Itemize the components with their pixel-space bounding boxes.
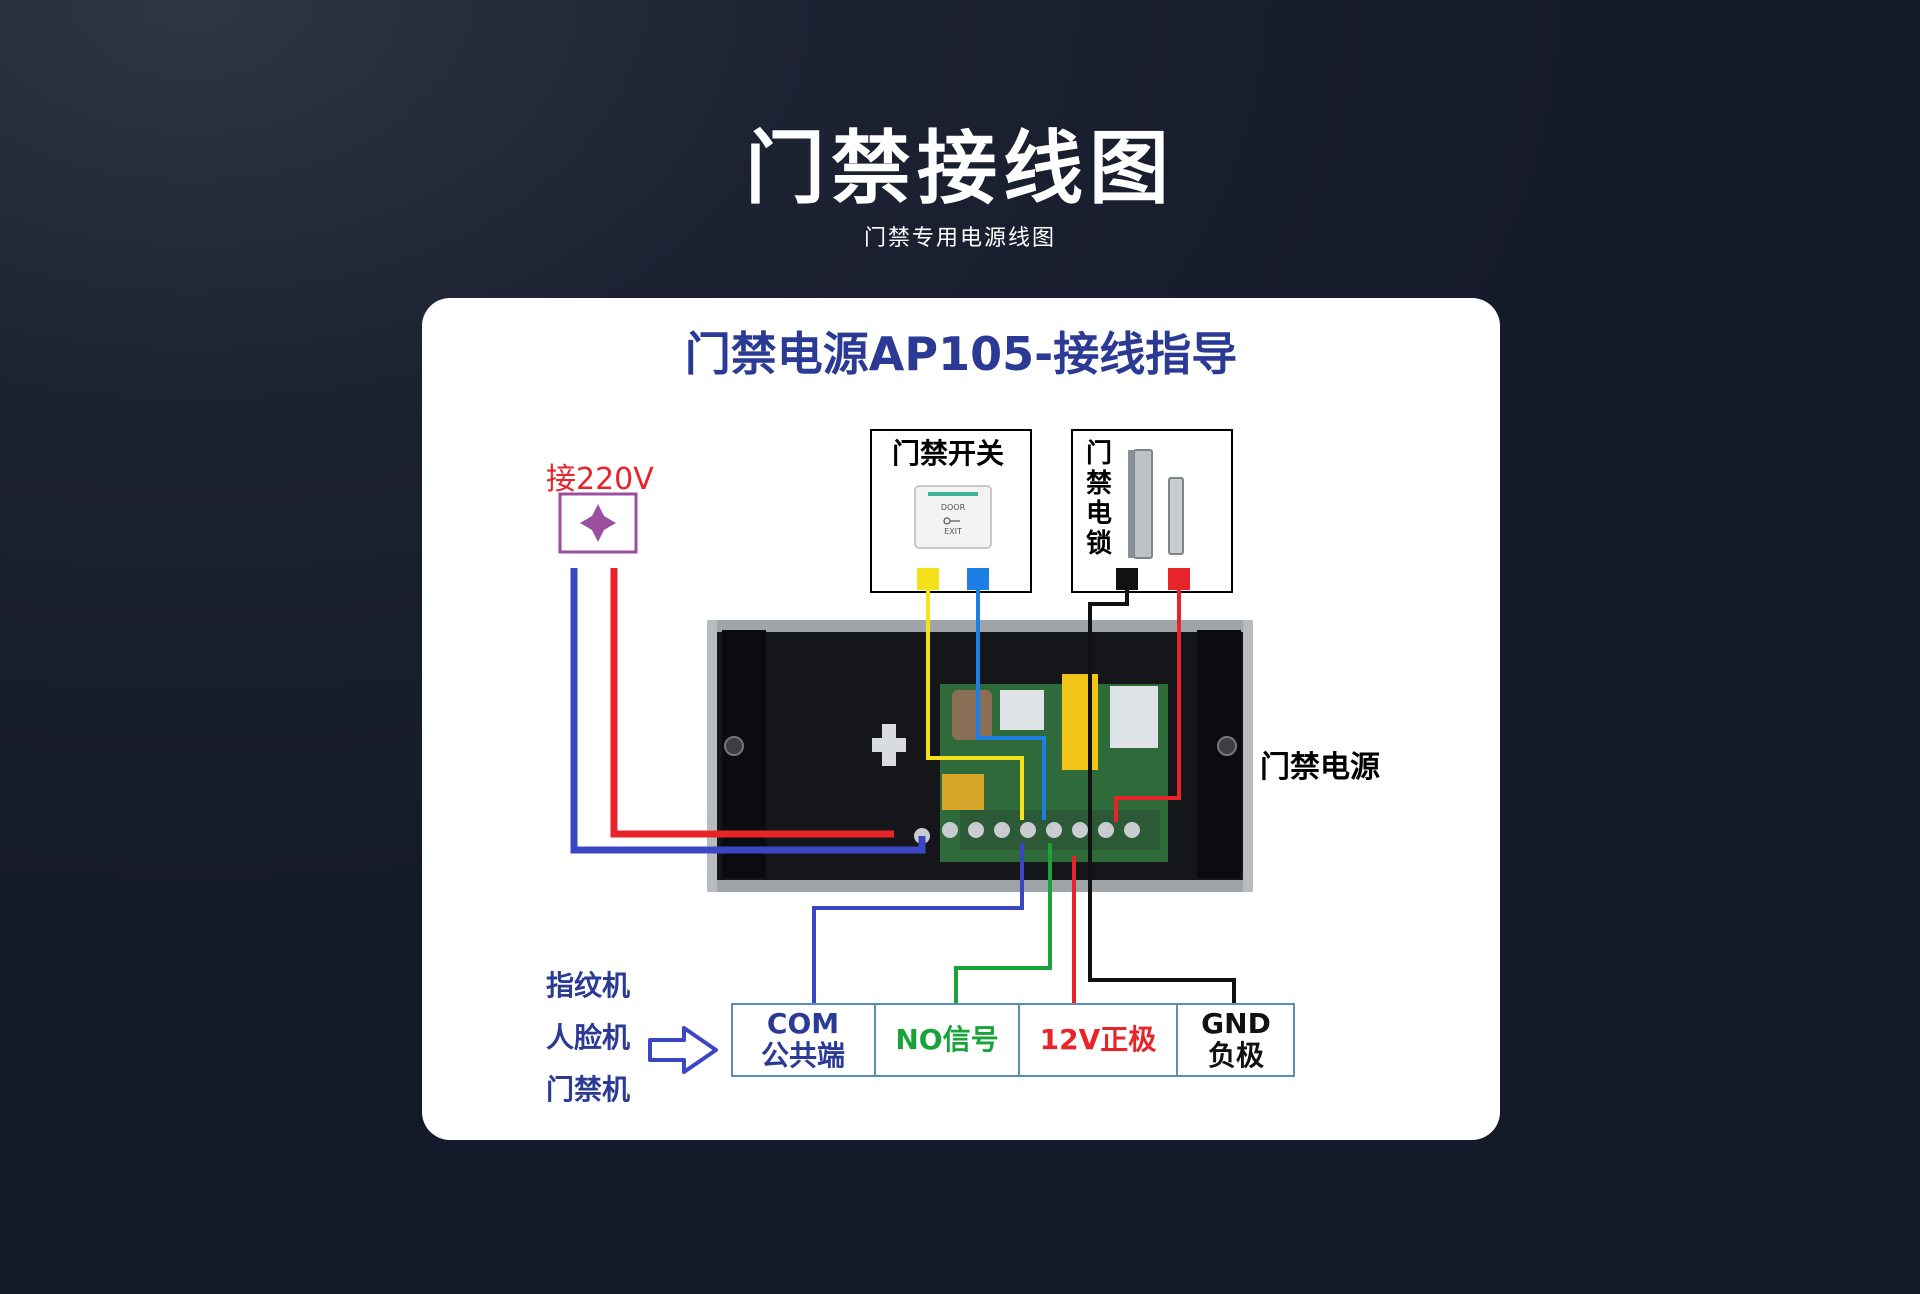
yellow-terminal xyxy=(917,568,939,590)
terminal-gnd-line1: GND xyxy=(1201,1007,1271,1040)
lock-label-char-4: 锁 xyxy=(1086,528,1112,559)
exit-button-face-line2: EXIT xyxy=(944,527,962,536)
lock-label-char-2: 禁 xyxy=(1086,469,1112,499)
red-terminal xyxy=(1168,568,1190,590)
wire-yellow-exit xyxy=(926,590,1024,820)
wire-lightblue-exit xyxy=(976,590,1046,820)
heatsink-icon xyxy=(1000,690,1044,730)
fuse-icon xyxy=(942,774,984,810)
wire-red-220v xyxy=(610,568,894,838)
wire-green-no xyxy=(954,843,1052,1004)
wire-black-lock xyxy=(1088,590,1236,1004)
diagram-title: 门禁电源AP105-接线指导 xyxy=(684,327,1238,381)
wire-red-lock xyxy=(1114,590,1181,822)
terminal-no: NO信号 xyxy=(876,1004,1020,1076)
black-terminal xyxy=(1116,568,1138,590)
terminal-12v: 12V正极 xyxy=(1020,1004,1178,1076)
exit-button-face-line1: DOOR xyxy=(941,503,966,512)
lock-label-char-1: 门 xyxy=(1086,439,1112,469)
capacitor-icon xyxy=(952,690,992,740)
relay-icon xyxy=(1062,674,1098,770)
device-access: 门禁机 xyxy=(546,1073,631,1106)
power-supply-label: 门禁电源 xyxy=(1260,750,1380,785)
magnetic-lock-plate-icon xyxy=(1168,477,1184,555)
exit-button-icon xyxy=(914,485,992,549)
terminal-com: COM 公共端 xyxy=(732,1004,876,1076)
exit-button-label: 门禁开关 xyxy=(892,437,1005,470)
magnetic-lock-body-icon xyxy=(1133,449,1153,559)
power-socket-symbol xyxy=(580,504,616,542)
device-face: 人脸机 xyxy=(546,1021,631,1054)
terminal-12v-line1: 12V正极 xyxy=(1039,1023,1157,1056)
arrow-right-icon xyxy=(648,1026,718,1074)
terminal-gnd: GND 负极 xyxy=(1178,1004,1294,1076)
page-subtitle: 门禁专用电源线图 xyxy=(863,226,1056,251)
lock-label-char-3: 电 xyxy=(1086,499,1112,529)
terminal-gnd-line2: 负极 xyxy=(1207,1039,1264,1072)
terminal-no-line1: NO信号 xyxy=(895,1023,999,1056)
device-fingerprint: 指纹机 xyxy=(546,969,631,1002)
page-title: 门禁接线图 xyxy=(0,104,1920,220)
blue-terminal xyxy=(967,568,989,590)
terminal-com-line2: 公共端 xyxy=(760,1039,845,1072)
mounting-hole-icon xyxy=(872,724,906,766)
device-list: 指纹机 人脸机 门禁机 xyxy=(546,960,630,1116)
wiring-diagram-card: 门禁电源AP105-接线指导 DOOR EXIT 门 禁 电 锁 xyxy=(422,298,1500,1140)
power-input-label: 接220V xyxy=(546,462,654,497)
wire-blue-220v xyxy=(570,568,926,854)
wire-blue-com xyxy=(812,843,1024,1004)
terminal-com-line1: COM xyxy=(766,1007,840,1040)
terminal-table xyxy=(731,1003,1295,1077)
wiring-diagram: DOOR EXIT 门 禁 电 锁 xyxy=(558,429,1295,1077)
